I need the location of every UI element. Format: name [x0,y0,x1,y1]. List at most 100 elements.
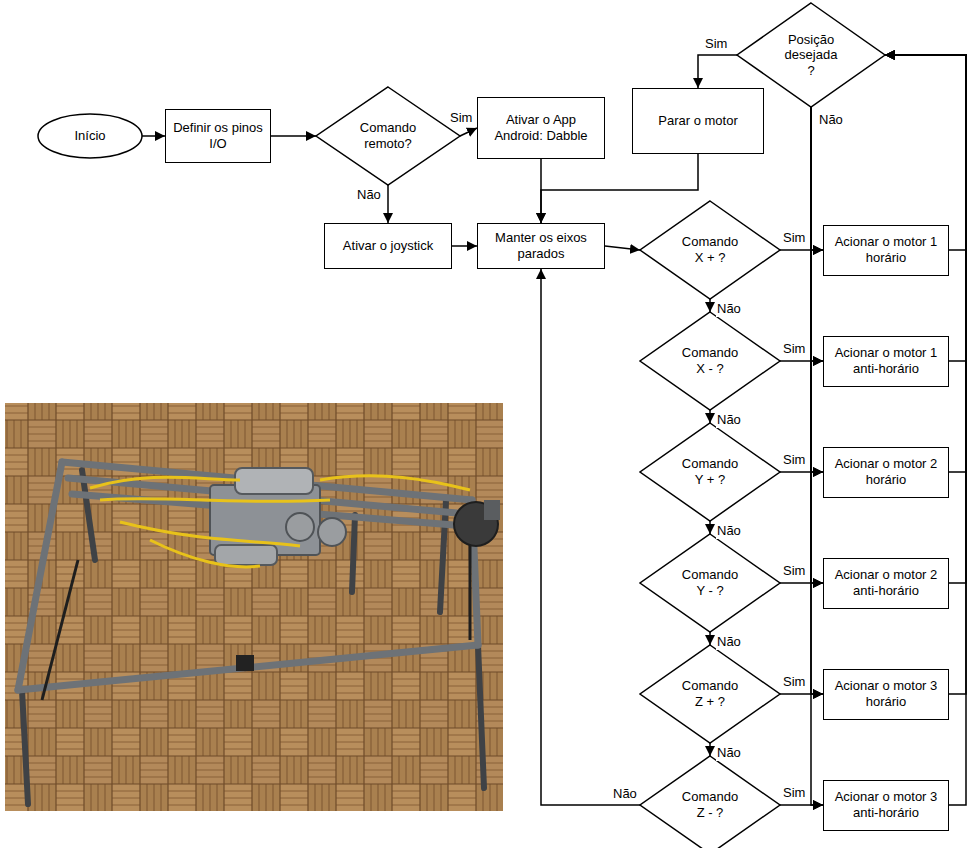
node-text: Comando Z - ? [680,789,740,820]
wire [150,540,260,567]
diamond-shape [640,534,780,632]
connector-arrow [780,360,823,362]
belt [42,560,78,700]
edge-label: Não [716,523,742,539]
connector-arrow [605,246,640,250]
frame-rails [18,462,478,690]
frame-rail [18,645,478,690]
node-text: Ativar o joystick [343,238,433,254]
connector-arrow [541,269,640,805]
process-box: Acionar o motor 3 horário [823,669,949,720]
frame-leg [440,500,446,612]
diamond-shape [640,645,780,743]
diamond-shape [640,201,780,299]
motor [235,468,313,494]
process-box: Acionar o motor 1 anti-horário [823,336,949,387]
edge-label: Não [716,745,742,761]
motor [484,500,500,520]
connector-arrow [387,185,389,223]
process-box: Acionar o motor 3 anti-horário [823,780,949,831]
belt [469,540,472,640]
frame-rail [18,462,62,690]
connector-arrow [885,55,966,361]
node-text: Acionar o motor 1 anti-horário [830,345,942,376]
edge-label: Sim [449,110,473,126]
frame-leg [22,690,28,804]
node-text: Comando remoto? [358,120,418,151]
connector-arrow [709,743,711,756]
node-text: Acionar o motor 3 horário [830,678,942,709]
connector-arrow [541,154,698,223]
edge-label: Não [818,112,844,128]
connector-arrow [698,55,737,88]
edge-label: Sim [782,785,806,801]
node-text: Comando Y + ? [680,456,740,487]
node-text: Acionar o motor 1 horário [830,234,942,265]
connector-arrow [811,107,823,250]
node-text: Comando Y - ? [680,567,740,598]
frame-leg [352,515,355,592]
node-text: Manter os eixos parados [484,230,598,261]
node-text: Início [74,128,105,144]
connector-arrow [709,299,711,312]
floor-object [236,655,254,671]
decision-diamond: Comando Z - ? [640,756,780,848]
connector-arrow [885,55,966,250]
frame-rail [62,462,472,500]
wire [100,499,330,502]
edge-label: Sim [782,563,806,579]
diamond-shape [640,423,780,521]
process-box: Parar o motor [632,88,764,154]
wheel [318,518,346,546]
connector-arrow [811,107,823,361]
ellipse-shape [38,114,142,158]
node-text: Acionar o motor 3 anti-horário [830,789,942,820]
node-text: Acionar o motor 2 anti-horário [830,567,942,598]
connector-arrow [709,632,711,645]
connector-arrow [452,245,477,247]
terminal-ellipse: Início [38,114,142,158]
diamond-shape [640,312,780,410]
edge-label: Não [716,634,742,650]
connector-arrow [780,582,823,584]
connector-arrow [780,804,823,806]
edge-label: Não [716,412,742,428]
edge-label: Não [716,301,742,317]
wire [120,522,300,546]
wire [320,476,470,490]
decision-diamond: Comando Z + ? [640,645,780,743]
diamond-shape [316,87,460,185]
edge-label: Não [612,786,638,802]
decision-diamond: Comando remoto? [316,87,460,185]
gantry-photo [5,403,503,811]
node-text: Comando X - ? [680,345,740,376]
connector-arrow [271,135,316,137]
node-text: Parar o motor [658,113,737,129]
node-text: Comando Z + ? [680,678,740,709]
node-text: Comando X + ? [680,234,740,265]
node-text: Acionar o motor 2 horário [830,456,942,487]
process-box: Acionar o motor 2 horário [823,447,949,498]
connector-arrow [780,471,823,473]
connector-arrow [811,107,823,805]
connector-arrow [811,107,823,694]
process-box: Acionar o motor 2 anti-horário [823,558,949,609]
floor [5,403,503,811]
connector-arrow [460,128,477,136]
process-box: Manter os eixos parados [477,223,605,269]
connector-arrow [885,55,966,583]
node-text: Definir os pinos I/O [172,120,264,151]
node-text: Posição desejada ? [781,32,841,79]
process-box: Definir os pinos I/O [165,109,271,163]
connector-arrow [709,521,711,534]
decision-diamond: Comando X - ? [640,312,780,410]
decision-diamond: Comando X + ? [640,201,780,299]
edge-label: Sim [704,36,728,52]
connector-arrow [709,410,711,423]
edge-label: Não [356,187,382,203]
edge-label: Sim [782,230,806,246]
connector-arrow [811,107,823,472]
connector-arrow [780,249,823,251]
